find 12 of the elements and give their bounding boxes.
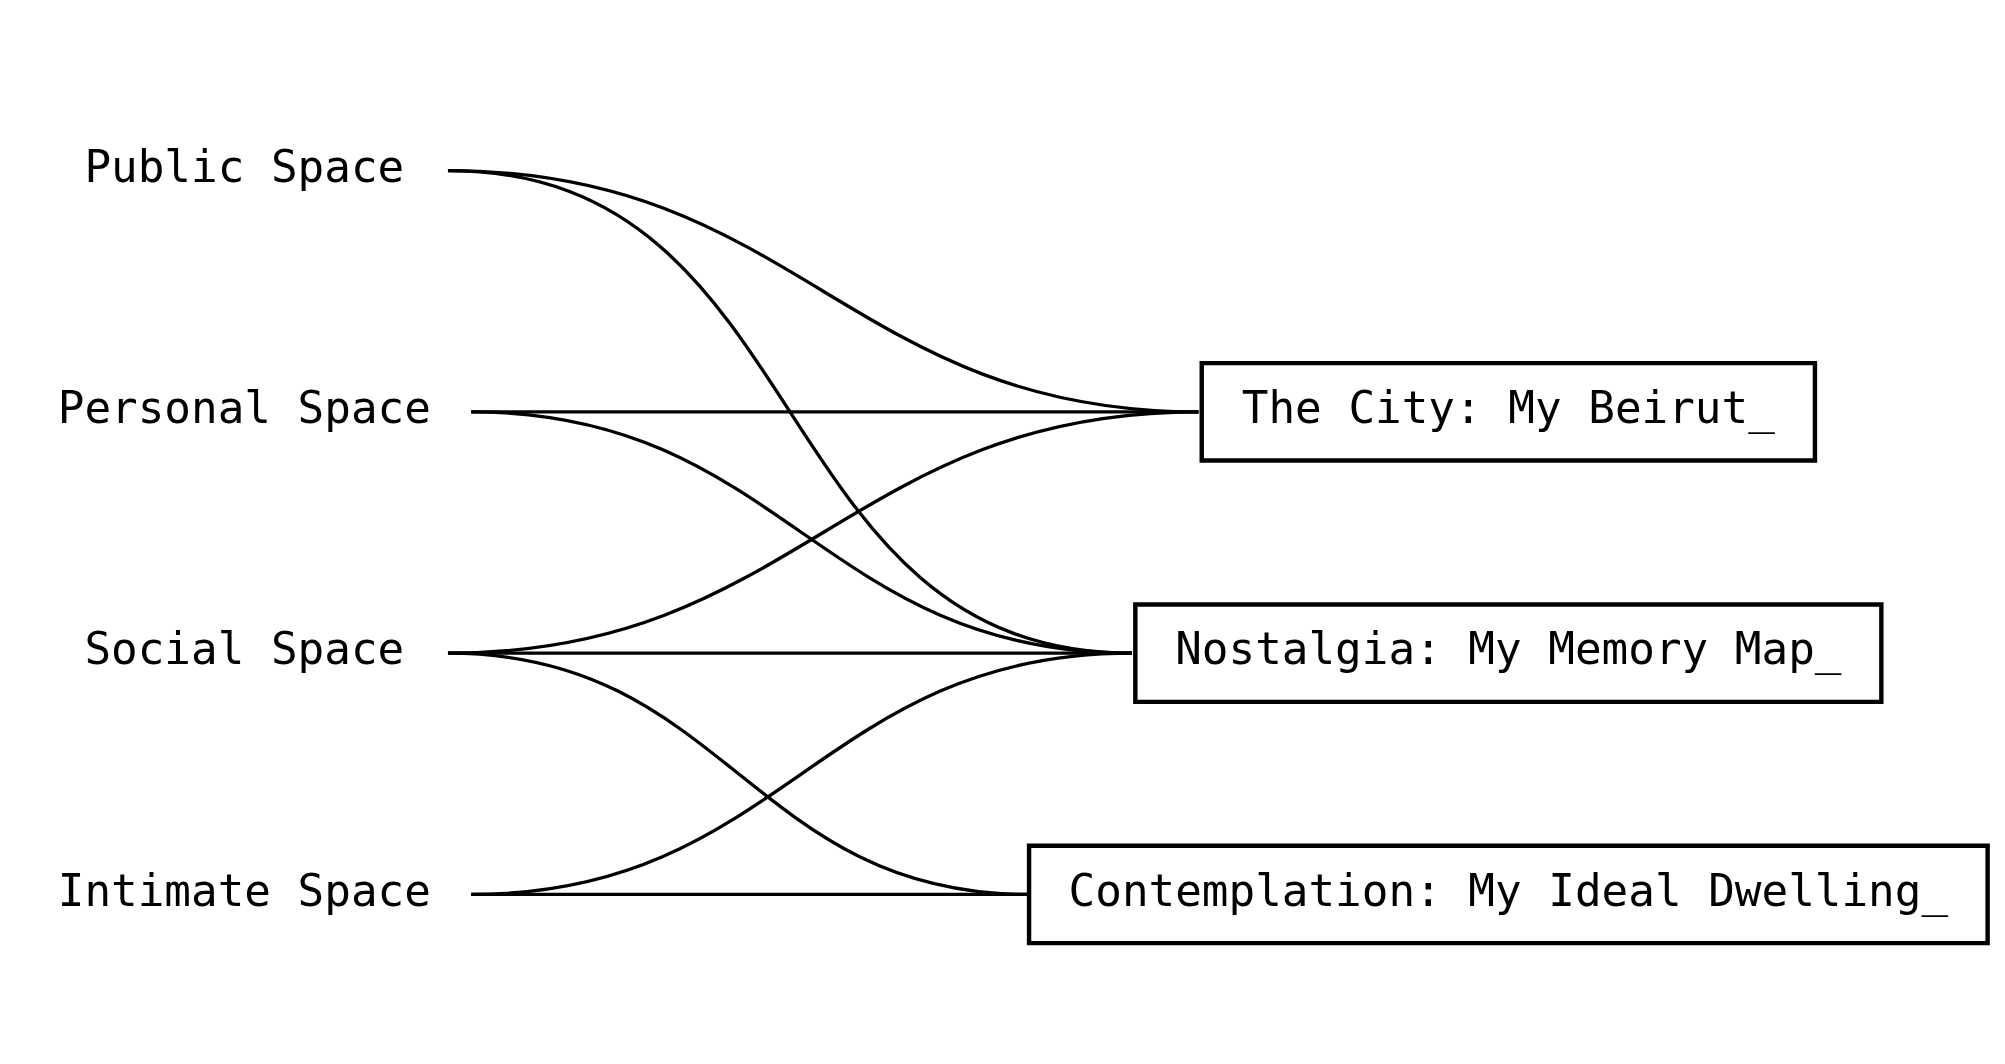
node-box: The City: My Beirut_ <box>1199 360 1818 463</box>
node-box: Nostalgia: My Memory Map_ <box>1133 601 1884 704</box>
connector <box>471 651 1133 896</box>
node-text: Social Space <box>84 622 405 674</box>
node-box: Contemplation: My Ideal Dwelling_ <box>1026 843 1990 945</box>
connector <box>447 651 1030 896</box>
connector <box>471 892 1030 896</box>
node-text: Personal Space <box>57 381 431 433</box>
node-text: Public Space <box>84 140 405 192</box>
connector <box>447 168 1199 413</box>
connector <box>471 409 1199 413</box>
node-text: Intimate Space <box>57 864 431 916</box>
